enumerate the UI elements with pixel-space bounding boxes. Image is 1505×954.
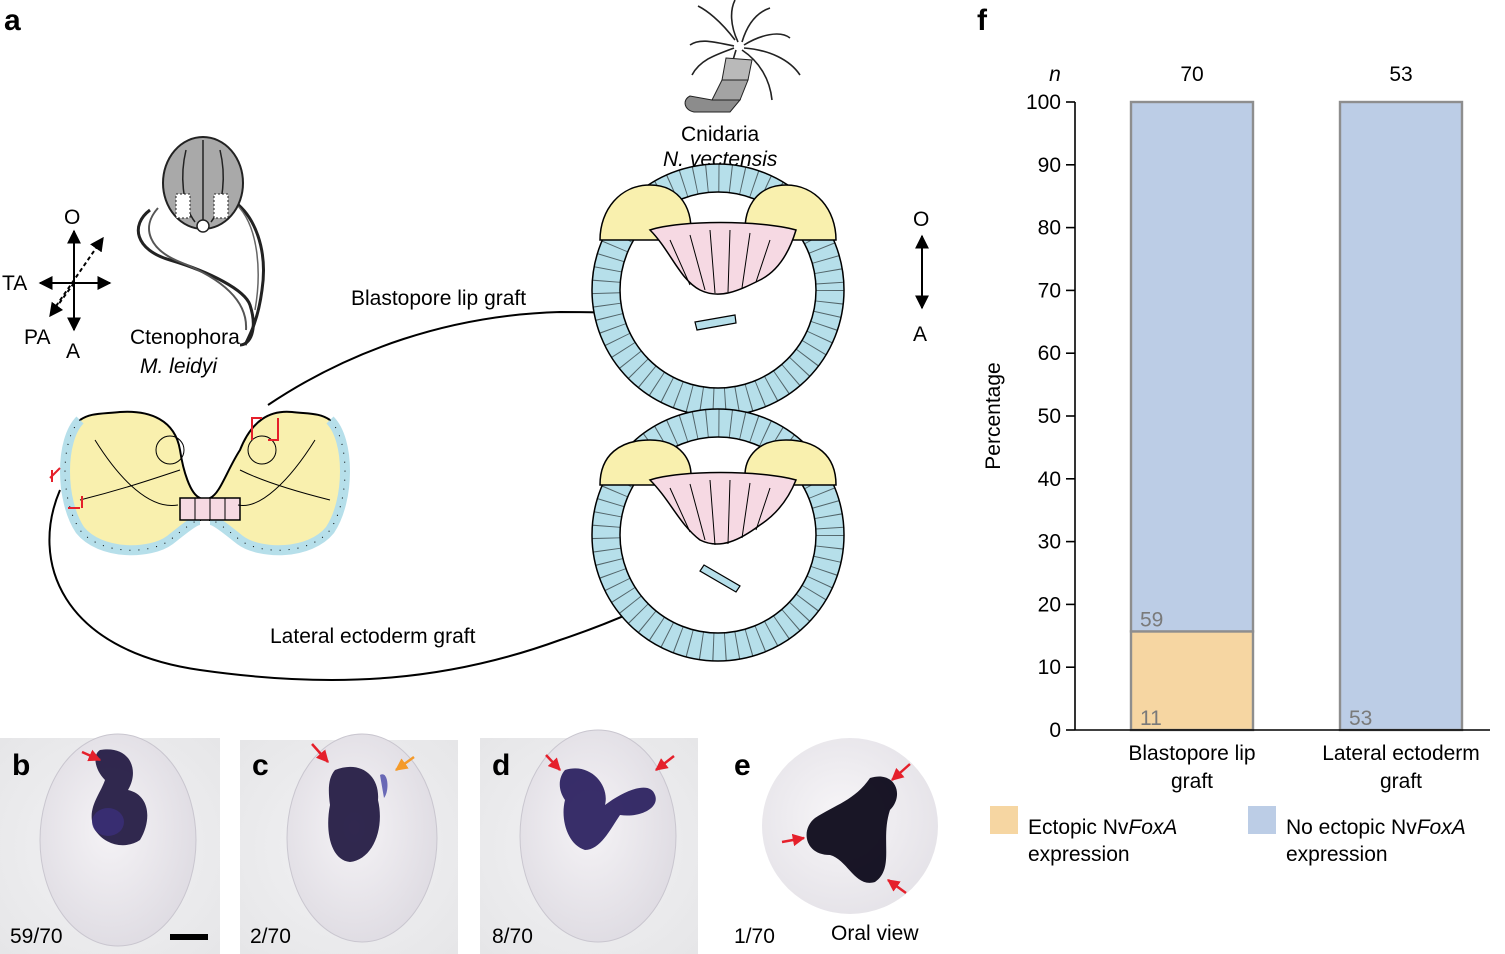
- axis-label-a-right: A: [913, 323, 927, 346]
- bar-segment: [1338, 100, 1464, 732]
- axis-label-o-right: O: [913, 208, 929, 231]
- axis-label-pa: PA: [24, 326, 50, 349]
- photo-note-e: Oral view: [831, 922, 919, 945]
- photo-count-b: 59/70: [10, 925, 63, 948]
- photo-count-c: 2/70: [250, 925, 291, 948]
- n-value: 70: [1180, 63, 1203, 86]
- lateral-graft-arrow: [48, 489, 697, 681]
- y-tick-label: 100: [1026, 91, 1061, 114]
- y-tick-label: 60: [1038, 342, 1061, 365]
- lateral-graft-label: Lateral ectoderm graft: [270, 625, 476, 648]
- photo-count-e: 1/70: [734, 925, 775, 948]
- ctenophora-species-label: M. leidyi: [140, 355, 218, 378]
- cnidaria-label: Cnidaria: [681, 123, 760, 146]
- y-tick-label: 10: [1038, 656, 1061, 679]
- legend-label-line2: expression: [1028, 843, 1130, 866]
- orientation-axis-right: O A: [913, 208, 929, 346]
- blastopore-graft-label: Blastopore lip graft: [351, 287, 526, 310]
- legend-label-line1: Ectopic NvFoxA: [1028, 816, 1177, 839]
- y-tick-label: 20: [1038, 593, 1061, 616]
- cnidaria-species-label: N. vectensis: [663, 148, 778, 171]
- y-tick-label: 70: [1038, 279, 1061, 302]
- bar-count-label: 59: [1140, 608, 1163, 631]
- cnidaria-polyp-illustration: [684, 0, 801, 113]
- x-category-label: Lateral ectoderm: [1322, 742, 1480, 765]
- y-tick-label: 30: [1038, 531, 1061, 554]
- bar-segment: [1129, 100, 1255, 633]
- y-tick-label: 40: [1038, 468, 1061, 491]
- legend-label-line2: expression: [1286, 843, 1388, 866]
- bar-count-label: 53: [1349, 707, 1372, 730]
- x-category-label: graft: [1171, 770, 1213, 793]
- y-axis-label: Percentage: [982, 362, 1005, 469]
- orientation-compass: O TA PA A: [2, 206, 112, 363]
- photo-panel-e: e 1/70 Oral view: [722, 714, 950, 954]
- x-category-label: graft: [1380, 770, 1422, 793]
- axis-label-a: A: [66, 340, 80, 363]
- bar-count-label: 11: [1140, 707, 1162, 730]
- cnidaria-embryo-top-diagram: [591, 163, 845, 417]
- n-value: 53: [1389, 63, 1412, 86]
- legend-swatch: [1248, 806, 1276, 834]
- panel-letter-c: c: [252, 749, 269, 782]
- n-label: n: [1049, 63, 1061, 86]
- photo-count-d: 8/70: [492, 925, 533, 948]
- ctenophora-label: Ctenophora: [130, 326, 240, 349]
- panel-letter-a: a: [4, 4, 21, 37]
- y-tick-label: 80: [1038, 217, 1061, 240]
- ctenophore-illustration: [136, 136, 265, 347]
- x-category-label: Blastopore lip: [1128, 742, 1255, 765]
- y-tick-label: 50: [1038, 405, 1061, 428]
- panel-letter-f: f: [977, 4, 988, 37]
- axis-label-ta: TA: [2, 272, 27, 295]
- photo-panel-b: b 59/70: [0, 733, 220, 954]
- panel-letter-e: e: [734, 749, 751, 782]
- y-tick-label: 0: [1049, 719, 1061, 742]
- panel-letter-d: d: [492, 749, 510, 782]
- photo-panel-c: c 2/70: [240, 733, 458, 954]
- panel-letter-b: b: [12, 749, 30, 782]
- photo-panel-d: d 8/70: [480, 729, 698, 954]
- scale-bar: [170, 934, 208, 940]
- cnidaria-embryo-bottom-diagram: [591, 408, 845, 662]
- ctenophore-embryo-diagram: [49, 410, 350, 556]
- y-tick-label: 90: [1038, 154, 1061, 177]
- legend-swatch: [990, 806, 1018, 834]
- legend-label-line1: No ectopic NvFoxA: [1286, 816, 1466, 839]
- axis-label-o: O: [64, 206, 80, 229]
